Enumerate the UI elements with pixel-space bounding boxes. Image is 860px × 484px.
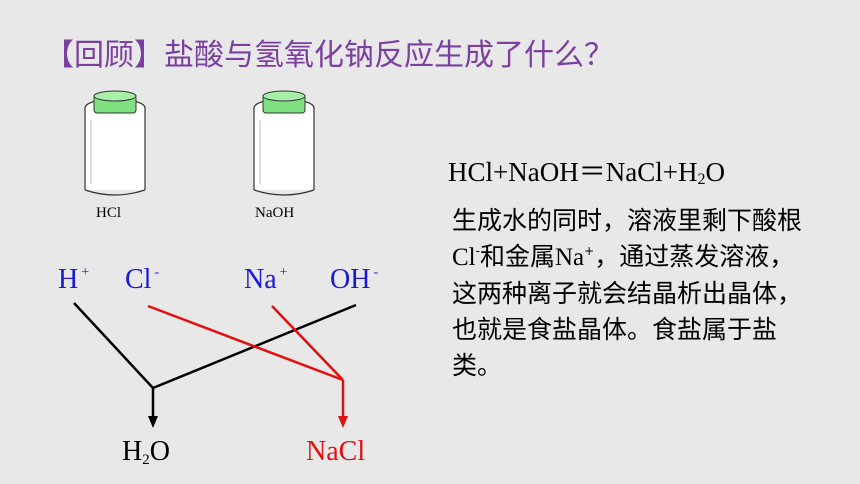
water-h: H [122, 436, 143, 467]
naoh-bottle-icon [253, 90, 315, 196]
ion-cl-symbol: Cl [125, 264, 152, 295]
explanation-na-charge: + [584, 244, 595, 258]
ion-h: H+ [58, 264, 89, 296]
explanation-cl: Cl [452, 244, 476, 271]
slide-title: 【回顾】盐酸与氢氧化钠反应生成了什么？ [44, 38, 614, 73]
ion-na: Na+ [244, 264, 288, 296]
explanation-na: Na [554, 244, 585, 271]
water-subscript: 2 [142, 452, 150, 468]
hcl-bottle-label: HCl [96, 205, 122, 221]
equation-lhs: HCl+NaOH [448, 157, 579, 187]
water-formation-lines [73, 302, 357, 428]
explanation-part3: ，通过蒸发溶液，这两种离子就会结晶析出晶体，也就是食盐晶体。食盐属于盐类。 [452, 242, 803, 380]
explanation-part2: 和金属 [479, 242, 555, 271]
ion-cl: Cl- [125, 264, 159, 296]
ion-na-symbol: Na [244, 264, 277, 295]
water-o: O [149, 436, 170, 467]
explanation-part1: 生成水的同时，溶液里剩下酸根 [452, 206, 803, 235]
ion-na-charge: + [279, 265, 288, 280]
ion-h-symbol: H [58, 264, 79, 295]
ion-h-charge: + [81, 265, 90, 280]
naoh-bottle-label: NaOH [255, 205, 295, 221]
reaction-equation: HCl+NaOH＝NaCl+H2O [448, 150, 725, 189]
ion-oh-symbol: OH [330, 264, 371, 295]
explanation-text: 生成水的同时，溶液里剩下酸根 Cl-和金属Na+，通过蒸发溶液，这两种离子就会结晶… [452, 203, 812, 384]
explanation-cl-charge: - [475, 244, 480, 258]
hcl-bottle-icon [84, 90, 146, 196]
equation-rhs-sub: 2 [697, 171, 706, 188]
equation-rhs-a: NaCl+H [605, 157, 698, 187]
equation-sign: ＝ [578, 157, 606, 187]
salt-formation-lines [147, 304, 348, 428]
ion-oh-charge: - [373, 265, 379, 280]
equation-rhs-b: O [705, 157, 725, 187]
ion-cl-charge: - [154, 265, 160, 280]
product-salt: NaCl [306, 436, 366, 467]
ion-oh: OH- [330, 264, 378, 296]
product-water: H2O [122, 436, 170, 469]
